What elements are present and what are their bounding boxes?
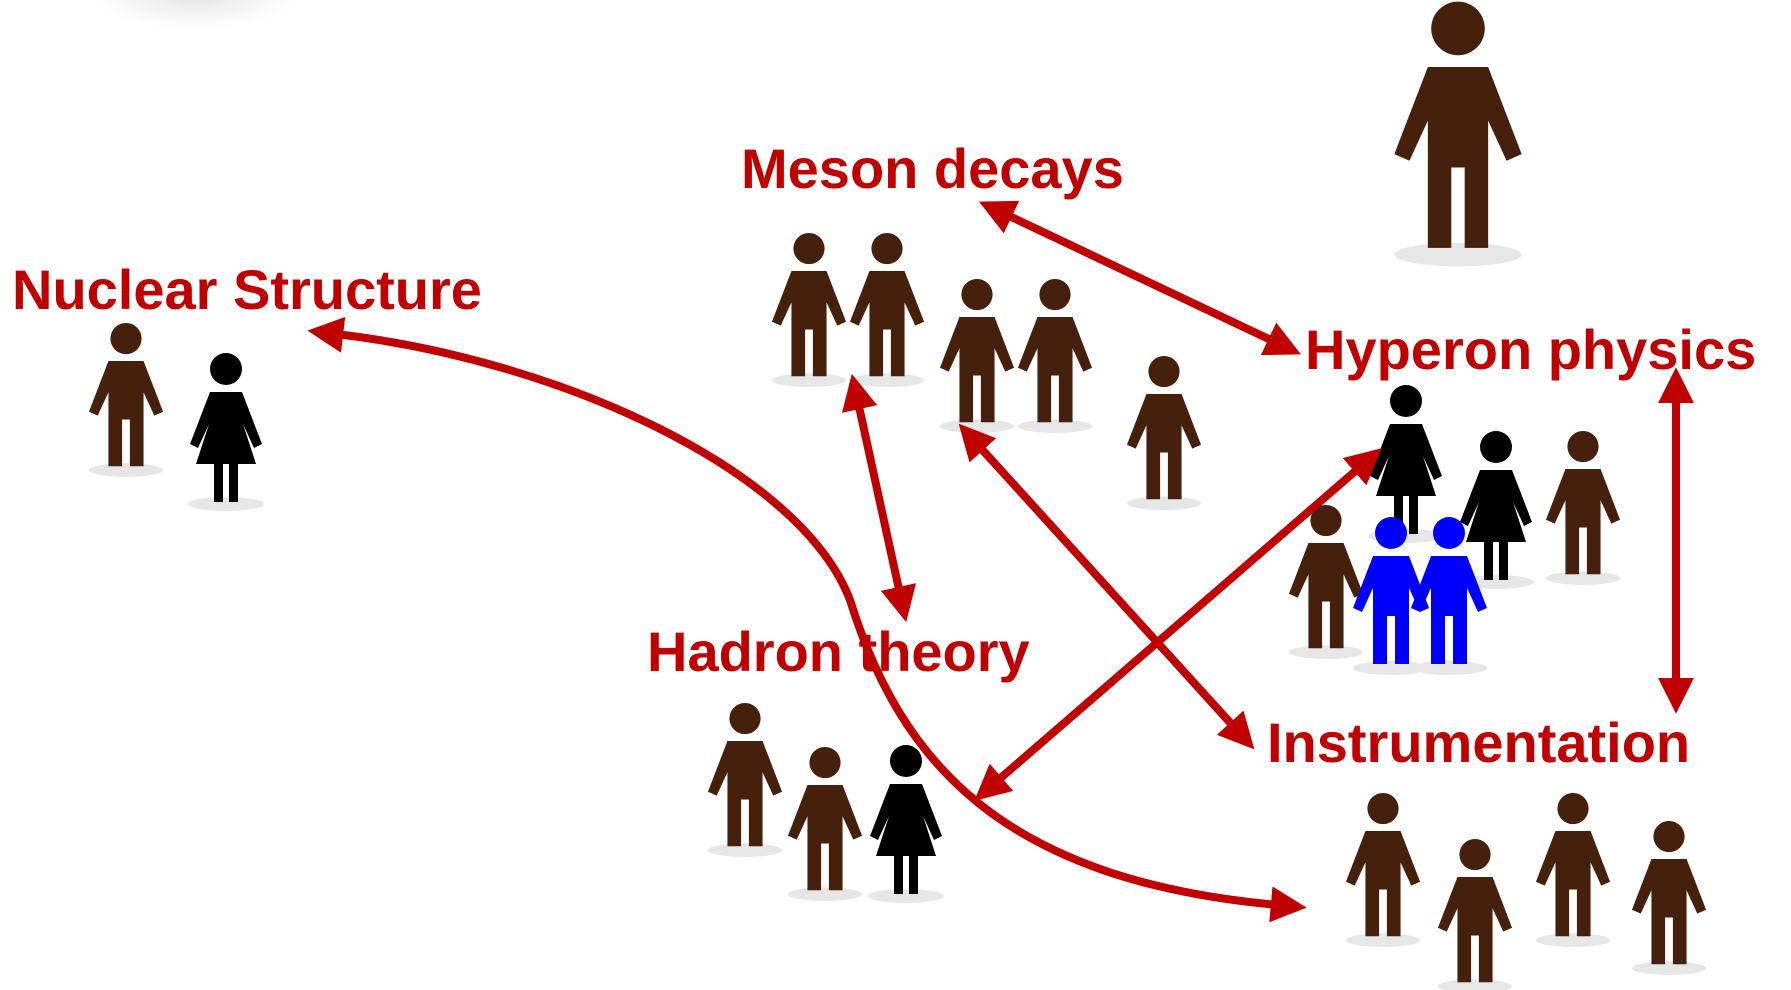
person-man-icon bbox=[1126, 355, 1202, 511]
person-man-icon bbox=[771, 232, 847, 388]
person-man-icon bbox=[787, 746, 863, 902]
hadron-theory-label: Hadron theory bbox=[647, 620, 1030, 683]
arrow-nuclear-instrumentation-curve bbox=[307, 316, 1307, 923]
person-man-icon bbox=[1631, 820, 1707, 976]
person-woman-icon bbox=[868, 745, 944, 903]
instrumentation-label: Instrumentation bbox=[1267, 711, 1691, 774]
group-nuclear-structure-people bbox=[88, 322, 264, 511]
person-man-icon bbox=[849, 232, 925, 388]
person-man-icon bbox=[707, 702, 783, 858]
hyperon-physics-label: Hyperon physics bbox=[1305, 318, 1757, 381]
person-lead bbox=[1394, 1, 1522, 267]
person-man-icon bbox=[939, 278, 1015, 434]
group-instrumentation-people bbox=[1345, 792, 1707, 990]
person-woman-icon bbox=[1368, 385, 1444, 543]
meson-decays-label: Meson decays bbox=[741, 137, 1124, 200]
person-man-icon bbox=[1545, 430, 1621, 586]
person-man-icon bbox=[1017, 278, 1093, 434]
person-man-icon bbox=[1535, 792, 1611, 948]
person-man-icon bbox=[88, 322, 164, 478]
group-hyperon-physics-people bbox=[1288, 385, 1621, 675]
person-man-icon bbox=[1345, 792, 1421, 948]
person-man-icon bbox=[1288, 504, 1364, 660]
person-woman-icon bbox=[188, 353, 264, 511]
person-man-icon bbox=[1437, 838, 1513, 990]
nuclear-structure-label: Nuclear Structure bbox=[12, 258, 482, 321]
arrow-meson-hadron bbox=[841, 373, 917, 623]
